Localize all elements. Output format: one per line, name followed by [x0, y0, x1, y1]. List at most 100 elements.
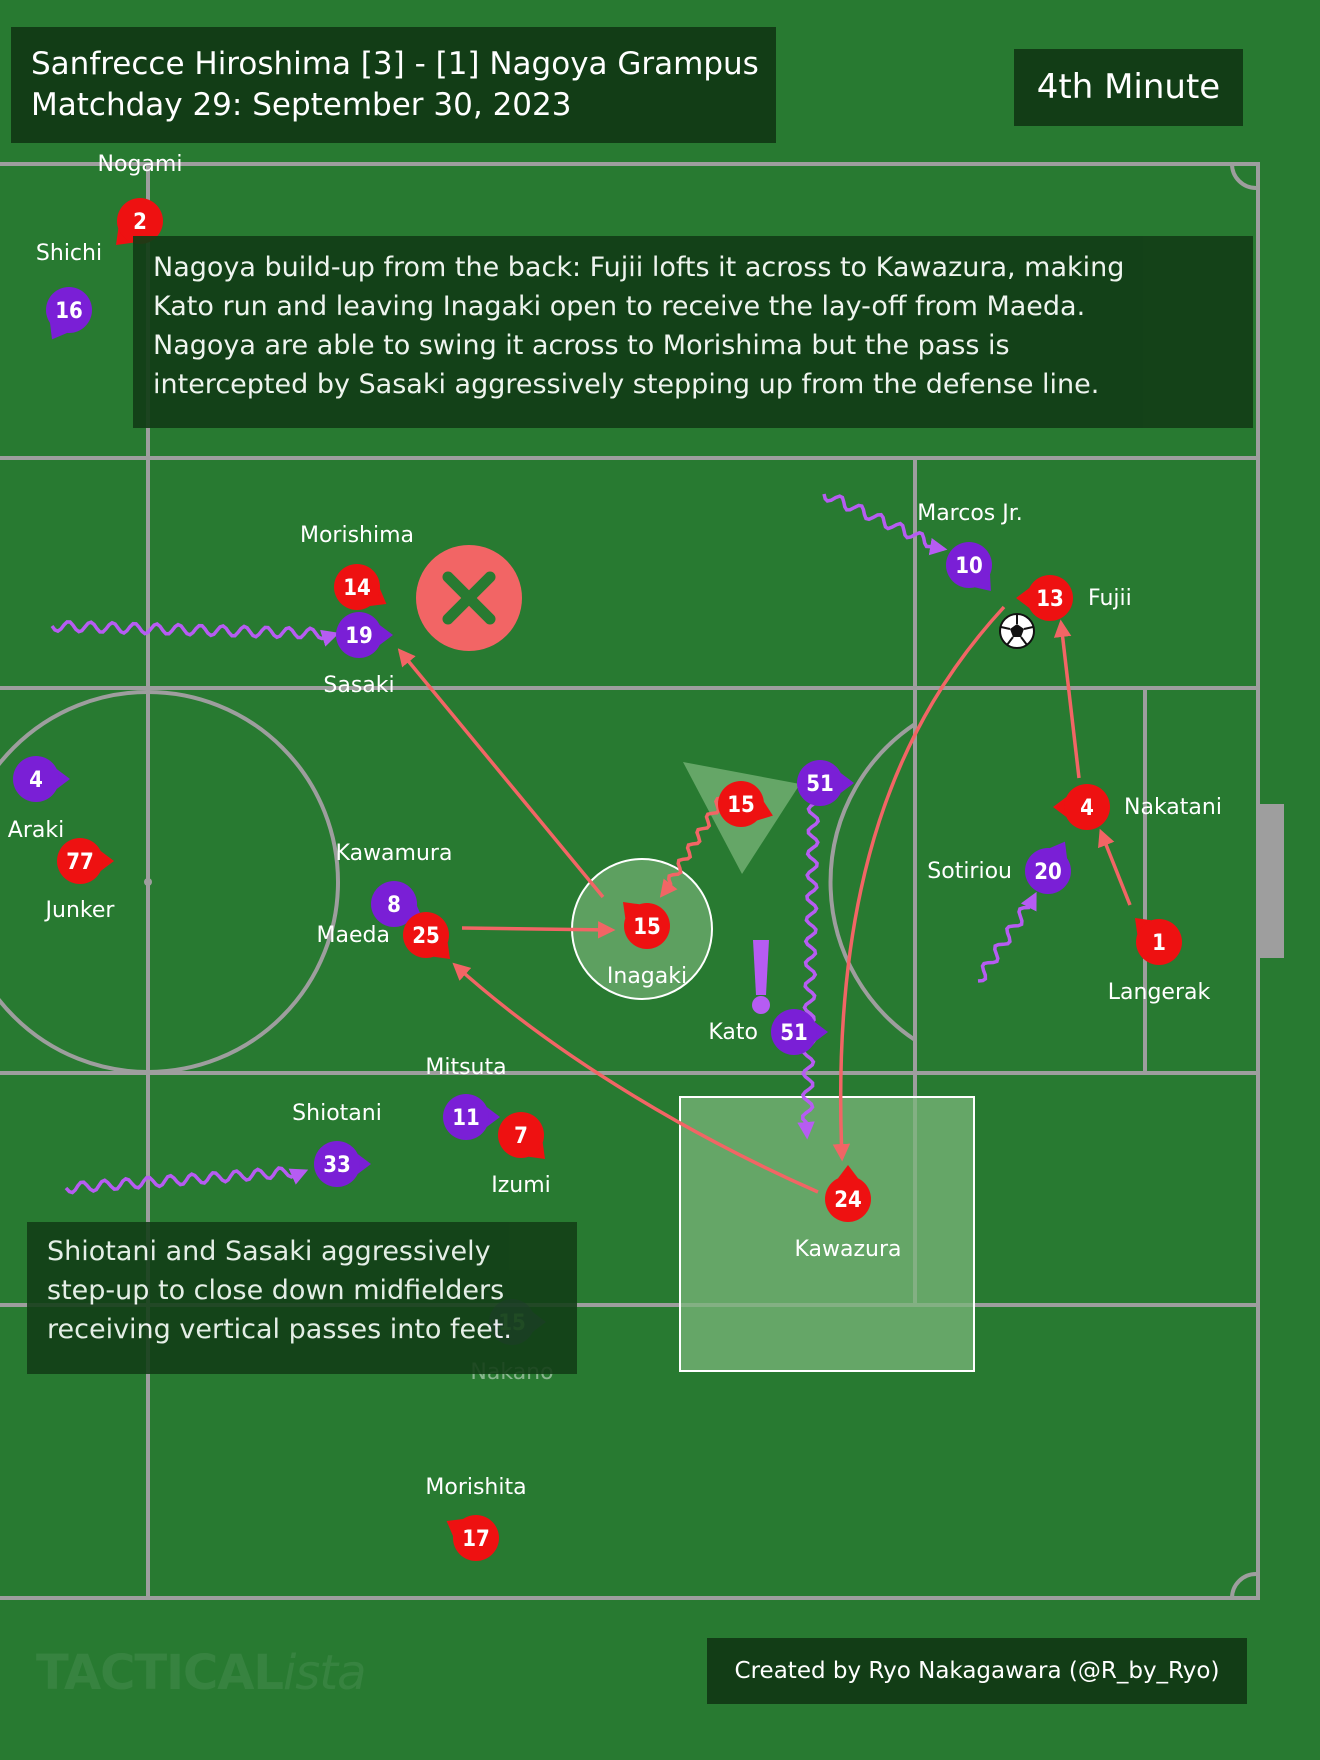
player-number: 17: [462, 1527, 490, 1552]
player-number: 33: [323, 1153, 351, 1178]
player-token: [825, 1176, 871, 1222]
player-token: [771, 1009, 817, 1055]
ball-icon: [999, 613, 1035, 649]
facing-arrow: [814, 1022, 828, 1042]
player-token: [1027, 575, 1073, 621]
description-line-4: intercepted by Sasaki aggressively stepp…: [153, 369, 1100, 400]
goal: [1258, 804, 1284, 958]
player-number: 11: [452, 1106, 480, 1131]
facing-arrow: [1053, 797, 1067, 817]
player-name: Nogami: [98, 152, 183, 177]
player-number: 1: [1152, 931, 1166, 956]
player-number: 4: [29, 768, 43, 793]
player-nakatani: 4 Nakatani: [1053, 784, 1222, 830]
player-token: [453, 1515, 499, 1561]
player-name: Araki: [8, 818, 64, 843]
player-name: Fujii: [1088, 586, 1132, 611]
minute-badge: 4th Minute: [1014, 49, 1243, 126]
facing-arrow: [838, 1165, 858, 1179]
player-token: [1025, 848, 1071, 894]
centre-spot: [144, 878, 152, 886]
player-token: [46, 287, 92, 333]
player-number: 16: [55, 299, 83, 324]
player-number: 51: [780, 1021, 808, 1046]
player-token: [718, 781, 764, 827]
player-token: [117, 198, 163, 244]
description-line-3: Nagoya are able to swing it across to Mo…: [153, 330, 1010, 361]
side-note-line-2: step-up to close down midfielders: [47, 1275, 505, 1306]
description-line-2: Kato run and leaving Inagaki open to rec…: [153, 291, 1086, 322]
player-number: 4: [1080, 796, 1094, 821]
players: 2Nogami16Shichi14Morishima19Sasaki10Marc…: [8, 152, 1222, 1561]
description-line-1: Nagoya build-up from the back: Fujii lof…: [153, 252, 1125, 283]
facing-arrow: [56, 769, 70, 789]
player-token: [13, 756, 59, 802]
corner-arc-top: [1230, 163, 1257, 190]
cross-icon: [442, 571, 496, 625]
player-name: Maeda: [317, 923, 390, 948]
run-shiotani: [64, 1166, 309, 1195]
player-name: Shiotani: [292, 1101, 382, 1126]
player-token: [403, 912, 449, 958]
facing-arrow: [486, 1107, 500, 1127]
player-token: [498, 1112, 544, 1158]
player-name: Langerak: [1108, 980, 1211, 1005]
player-name: Kato: [708, 1020, 758, 1045]
player-inagaki-prev: 15: [718, 781, 773, 827]
run-marcos: [822, 493, 948, 556]
player-name: Sotiriou: [927, 859, 1012, 884]
player-number: 10: [955, 554, 983, 579]
pass-kawazura-to-maeda: [452, 962, 819, 1194]
player-number: 15: [727, 793, 755, 818]
description-box: Nagoya build-up from the back: Fujii lof…: [133, 236, 1253, 428]
pass-fujii-to-kawazura: [832, 605, 1006, 1162]
corner-arc-bottom: [1230, 1572, 1257, 1599]
player-kato: 51 Kato: [708, 1009, 828, 1055]
player-token: [624, 903, 670, 949]
player-number: 25: [412, 924, 440, 949]
player-name: Shichi: [36, 241, 102, 266]
credit-box: Created by Ryo Nakagawara (@R_by_Ryo): [707, 1638, 1247, 1704]
player-token: [1136, 919, 1182, 965]
player-kato-prev: 51: [797, 760, 854, 806]
facing-arrow: [379, 625, 393, 645]
player-number: 8: [387, 893, 401, 918]
player-number: 51: [806, 772, 834, 797]
kawazura-zone: [679, 1096, 975, 1372]
penalty-arc: [828, 722, 917, 1042]
match-score: Sanfrecce Hiroshima [3] - [1] Nagoya Gra…: [31, 46, 759, 82]
facing-arrow: [100, 851, 114, 871]
facing-arrow: [757, 801, 773, 821]
player-kawamura: 8 Kawamura: [336, 841, 453, 927]
player-shichi: 16 Shichi: [36, 241, 102, 340]
player-number: 15: [633, 915, 661, 940]
player-name: Mitsuta: [425, 1055, 506, 1080]
pass-inagaki-to-morishima: [397, 648, 605, 899]
player-name: Sasaki: [323, 673, 394, 698]
exclamation-icon: [752, 940, 770, 1014]
player-name: Inagaki: [607, 964, 687, 989]
player-token: [1064, 784, 1110, 830]
player-name: Marcos Jr.: [917, 501, 1023, 526]
player-name: Nakatani: [1124, 795, 1222, 820]
player-number: 19: [345, 624, 373, 649]
interception-mark: [416, 545, 522, 651]
player-token: [334, 564, 380, 610]
player-name: Kawazura: [794, 1237, 901, 1262]
player-token: [314, 1141, 360, 1187]
side-note-line-3: receiving vertical passes into feet.: [47, 1314, 512, 1345]
player-name: Kawamura: [336, 841, 453, 866]
pass-arrows: [397, 605, 1132, 1194]
facing-arrow: [357, 1154, 371, 1174]
facing-arrow: [1016, 588, 1030, 608]
player-number: 13: [1036, 587, 1064, 612]
